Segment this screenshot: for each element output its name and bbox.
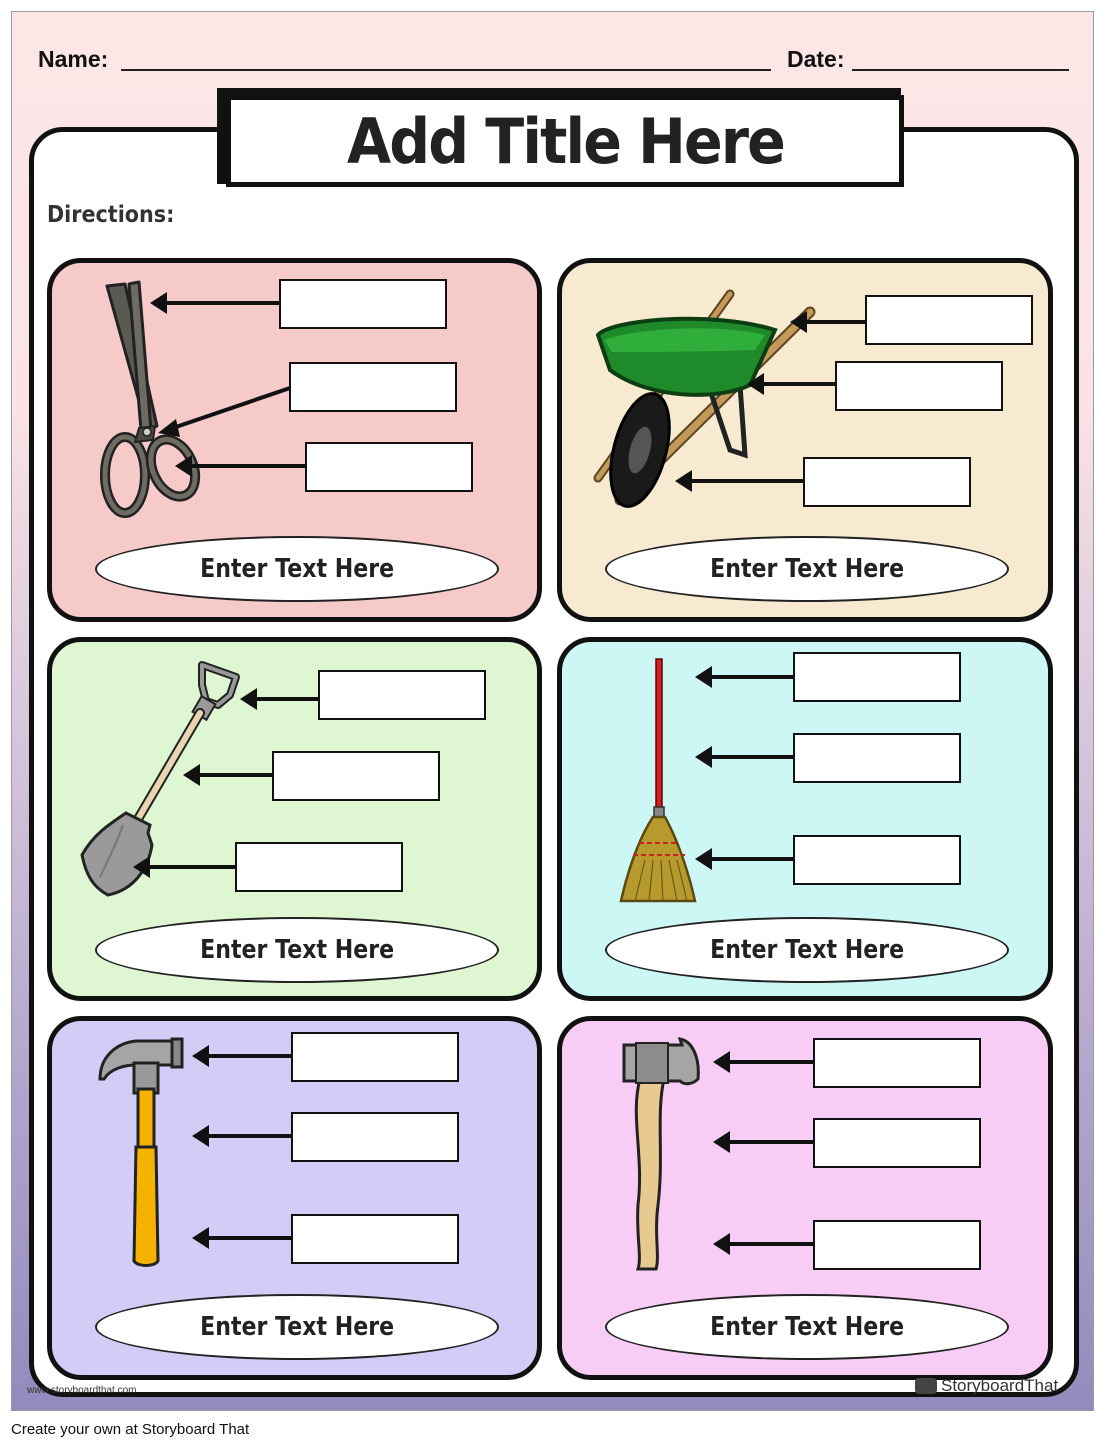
label-box[interactable] [272, 751, 440, 801]
label-box[interactable] [291, 1214, 459, 1264]
date-label: Date: [787, 46, 845, 72]
caption-text: Enter Text Here [199, 554, 394, 584]
brand-name: StoryboardThat [941, 1376, 1059, 1395]
label-box[interactable] [813, 1038, 981, 1088]
caption-text: Enter Text Here [199, 935, 394, 965]
pointer-arrow [192, 1045, 291, 1067]
pointer-arrow [713, 1051, 813, 1073]
caption-text: Enter Text Here [709, 554, 904, 584]
label-box[interactable] [865, 295, 1033, 345]
pointer-arrow [192, 1227, 291, 1249]
pointer-arrow [183, 764, 272, 786]
label-box[interactable] [305, 442, 473, 492]
pointer-arrow [790, 311, 865, 333]
pointer-arrow [158, 386, 291, 437]
label-box[interactable] [793, 652, 961, 702]
label-box[interactable] [279, 279, 447, 329]
pointer-arrow [747, 373, 835, 395]
hammer-icon [98, 1037, 184, 1267]
directions-label: Directions: [47, 202, 175, 228]
pointer-arrow [240, 688, 318, 710]
caption-field[interactable]: Enter Text Here [605, 536, 1009, 602]
caption-text: Enter Text Here [709, 1312, 904, 1342]
name-label: Name: [38, 46, 109, 72]
caption-text: Enter Text Here [199, 1312, 394, 1342]
label-box[interactable] [291, 1032, 459, 1082]
label-box[interactable] [793, 733, 961, 783]
pointer-arrow [713, 1131, 813, 1153]
title-box[interactable]: Add Title Here [226, 95, 904, 187]
date-field[interactable] [852, 69, 1069, 71]
pointer-arrow [695, 666, 793, 688]
label-box[interactable] [793, 835, 961, 885]
label-box[interactable] [813, 1118, 981, 1168]
label-box[interactable] [318, 670, 486, 720]
pointer-arrow [192, 1125, 291, 1147]
label-box[interactable] [289, 362, 457, 412]
pointer-arrow [133, 856, 235, 878]
brand-logo-icon [915, 1378, 937, 1394]
pointer-arrow [150, 292, 279, 314]
watermark-brand: StoryboardThat [915, 1376, 1058, 1396]
pointer-arrow [713, 1233, 813, 1255]
watermark-url: www.storyboardthat.com [27, 1385, 137, 1396]
caption-text: Enter Text Here [709, 935, 904, 965]
label-box[interactable] [835, 361, 1003, 411]
pointer-arrow [675, 470, 803, 492]
broom-icon [619, 658, 697, 903]
footer-link[interactable]: Create your own at Storyboard That [11, 1421, 250, 1438]
pointer-arrow [695, 746, 793, 768]
pointer-arrow [695, 848, 793, 870]
label-box[interactable] [291, 1112, 459, 1162]
caption-field[interactable]: Enter Text Here [95, 536, 499, 602]
caption-field[interactable]: Enter Text Here [605, 917, 1009, 983]
label-box[interactable] [813, 1220, 981, 1270]
pointer-arrow [175, 455, 305, 477]
label-box[interactable] [803, 457, 971, 507]
caption-field[interactable]: Enter Text Here [95, 917, 499, 983]
axe-icon [622, 1037, 700, 1271]
caption-field[interactable]: Enter Text Here [95, 1294, 499, 1360]
caption-field[interactable]: Enter Text Here [605, 1294, 1009, 1360]
label-box[interactable] [235, 842, 403, 892]
page-title: Add Title Here [346, 104, 786, 178]
name-field[interactable] [121, 69, 771, 71]
